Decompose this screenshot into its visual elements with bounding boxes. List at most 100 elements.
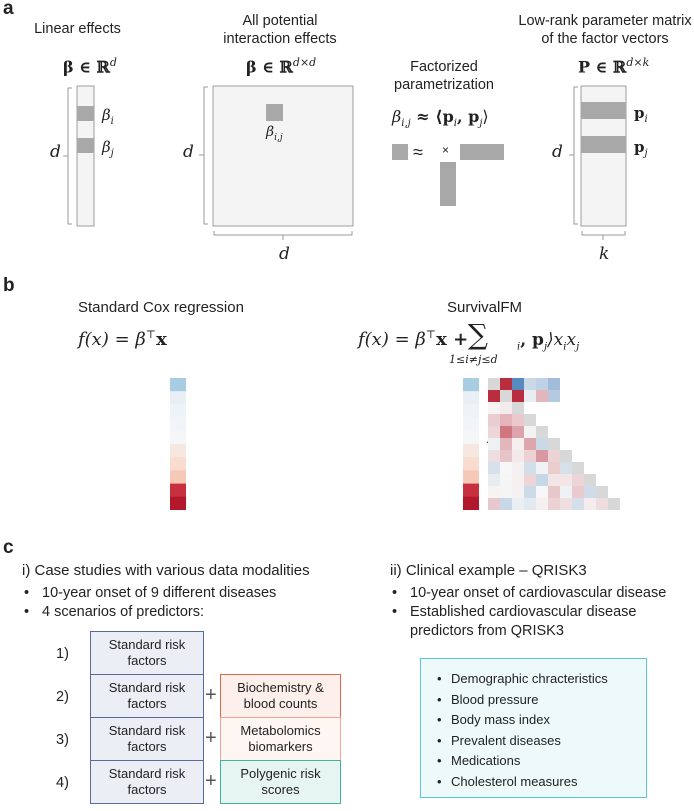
heatmap-cell — [500, 450, 512, 462]
vector-cell — [170, 430, 186, 445]
factorized-times: × — [442, 143, 450, 157]
heatmap-cell — [548, 378, 560, 390]
cox-beta-vector — [170, 378, 186, 510]
heatmap-cell — [608, 462, 620, 474]
vector-cell — [463, 417, 479, 432]
qrisk3-title: ii) Clinical example – QRISK3 — [390, 562, 587, 579]
beta-j-cell — [77, 138, 94, 153]
heatmap-cell — [548, 390, 560, 402]
heatmap-cell — [488, 438, 500, 450]
heatmap-cell — [596, 450, 608, 462]
list-item: Medications — [435, 751, 646, 772]
heatmap-cell — [512, 462, 524, 474]
heatmap-cell — [512, 378, 524, 390]
qrisk3-predictors-box: Demographic chracteristics Blood pressur… — [420, 658, 647, 798]
heatmap-cell — [524, 474, 536, 486]
heatmap-cell — [512, 450, 524, 462]
factorized-diagram — [392, 144, 504, 206]
heatmap-cell — [500, 462, 512, 474]
heatmap-cell — [548, 414, 560, 426]
heatmap-cell — [512, 498, 524, 510]
vector-cell — [170, 470, 186, 485]
vector-cell — [463, 470, 479, 485]
scenario-1-num: 1) — [56, 646, 69, 662]
heatmap-cell — [596, 462, 608, 474]
scenario-3-extra-box: Metabolomics biomarkers — [220, 717, 341, 761]
case-studies-title: i) Case studies with various data modali… — [22, 562, 310, 579]
factorized-approx: ≈ — [413, 142, 423, 162]
heatmap-cell — [524, 390, 536, 402]
linear-dim-label: d — [50, 142, 61, 162]
interaction-dim-left: d — [183, 142, 194, 162]
list-item: Established cardiovascular disease predi… — [390, 603, 690, 641]
lowrank-math: P ∈ ℝd×k — [578, 56, 650, 77]
heatmap-cell — [512, 438, 524, 450]
vector-cell — [170, 404, 186, 419]
cox-formula: f(x) = β⊤x — [78, 328, 167, 350]
factorized-scalar — [392, 144, 408, 160]
scenario-3-plus: + — [205, 727, 217, 749]
heatmap-cell — [608, 486, 620, 498]
heatmap-cell — [524, 402, 536, 414]
list-item: Cholesterol measures — [435, 772, 646, 793]
heatmap-cell — [572, 474, 584, 486]
vector-cell — [170, 444, 186, 458]
heatmap-cell — [584, 474, 596, 486]
heatmap-cell — [560, 462, 572, 474]
heatmap-cell — [524, 486, 536, 498]
scenario-2-extra-box: Biochemistry & blood counts — [220, 674, 341, 718]
panel-c-letter: c — [3, 537, 14, 558]
vector-cell — [463, 378, 479, 392]
vector-cell — [463, 391, 479, 405]
list-item: 4 scenarios of predictors: — [22, 603, 276, 622]
heatmap-cell — [608, 450, 620, 462]
heatmap-cell — [584, 402, 596, 414]
heatmap-cell — [596, 402, 608, 414]
interaction-title: All potential interaction effects — [223, 13, 337, 47]
lowrank-dim-bottom: k — [599, 244, 610, 264]
heatmap-cell — [548, 474, 560, 486]
heatmap-cell — [512, 426, 524, 438]
heatmap-cell — [548, 498, 560, 510]
list-item: Body mass index — [435, 710, 646, 731]
heatmap-cell — [512, 402, 524, 414]
heatmap-cell — [560, 390, 572, 402]
linear-effects-title: Linear effects — [34, 21, 121, 37]
lowrank-diagram — [569, 85, 627, 240]
heatmap-cell — [488, 474, 500, 486]
heatmap-cell — [596, 474, 608, 486]
case-studies-bullets: 10-year onset of 9 different diseases 4 … — [22, 584, 276, 622]
heatmap-cell — [548, 450, 560, 462]
heatmap-cell — [500, 378, 512, 390]
vector-cell — [170, 391, 186, 405]
heatmap-cell — [608, 438, 620, 450]
heatmap-cell — [548, 438, 560, 450]
heatmap-cell — [608, 402, 620, 414]
scenario-4-plus: + — [205, 770, 217, 792]
heatmap-cell — [536, 378, 548, 390]
qrisk3-bullets: 10-year onset of cardiovascular disease … — [390, 584, 690, 641]
p-i-row — [581, 102, 626, 119]
heatmap-cell — [608, 426, 620, 438]
heatmap-cell — [596, 390, 608, 402]
factorized-equation: βi,j ≈ ⟨pi, pj⟩ — [392, 107, 489, 130]
list-item: Blood pressure — [435, 690, 646, 711]
heatmap-cell — [584, 438, 596, 450]
heatmap-cell — [536, 486, 548, 498]
factorized-col-vector — [440, 162, 456, 206]
heatmap-cell — [548, 402, 560, 414]
heatmap-cell — [488, 486, 500, 498]
heatmap-cell — [512, 486, 524, 498]
heatmap-cell — [500, 414, 512, 426]
heatmap-cell — [572, 438, 584, 450]
panel-a-letter: a — [3, 0, 14, 19]
heatmap-cell — [488, 378, 500, 390]
heatmap-cell — [500, 486, 512, 498]
vector-cell — [463, 444, 479, 458]
scenario-4-base-box: Standard risk factors — [90, 760, 204, 804]
lowrank-dim-left: d — [552, 142, 563, 162]
scenario-4-extra-box: Polygenic risk scores — [220, 760, 341, 804]
heatmap-cell — [488, 390, 500, 402]
heatmap-cell — [560, 474, 572, 486]
heatmap-cell — [572, 390, 584, 402]
